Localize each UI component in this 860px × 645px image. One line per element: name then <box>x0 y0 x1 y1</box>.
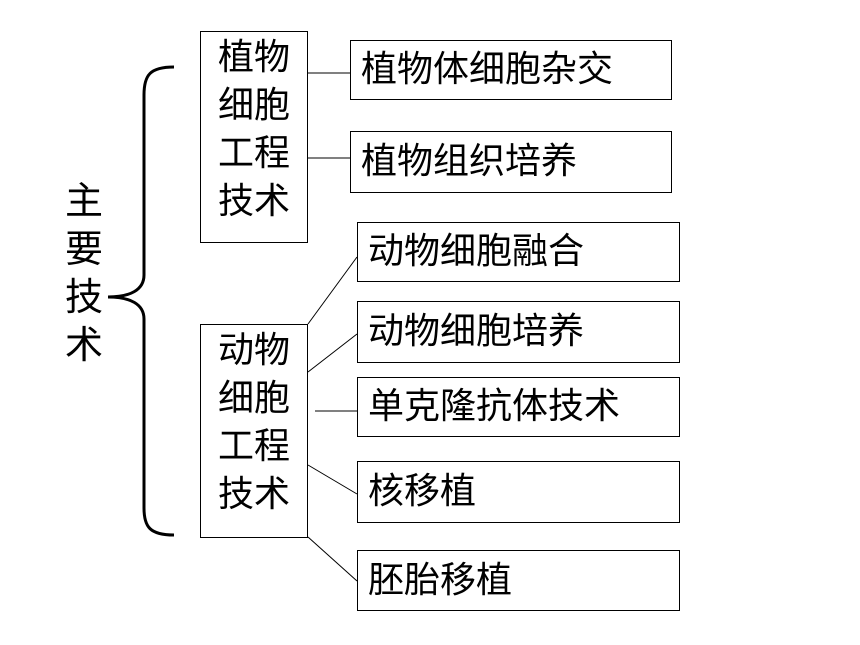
category-line: 工程 <box>217 133 290 174</box>
category-line: 细胞 <box>217 85 290 126</box>
connector-animal-culture <box>307 333 358 373</box>
category-line: 工程 <box>217 426 290 467</box>
leaf-plant-somatic-hybridization: 植物体细胞杂交 <box>350 40 672 100</box>
leaf-animal-cell-fusion: 动物细胞融合 <box>357 222 680 282</box>
category-line: 植物 <box>217 37 290 78</box>
leaf-monoclonal-antibody: 单克隆抗体技术 <box>357 377 680 437</box>
connector-animal-nuclear <box>307 464 358 495</box>
category-line: 动物 <box>217 330 290 371</box>
leaf-animal-cell-culture: 动物细胞培养 <box>357 301 680 363</box>
category-line: 技术 <box>217 474 290 515</box>
category-animal-box: 动物 细胞 工程 技术 <box>200 324 308 538</box>
connector-animal-embryo <box>307 536 358 582</box>
root-char: 技 <box>64 275 103 319</box>
root-char: 要 <box>64 227 103 271</box>
root-char: 术 <box>64 323 103 367</box>
leaf-embryo-transfer: 胚胎移植 <box>357 550 680 611</box>
category-line: 细胞 <box>217 378 290 419</box>
category-plant-box: 植物 细胞 工程 技术 <box>200 31 308 243</box>
root-char: 主 <box>64 179 103 223</box>
root-label: 主 要 技 术 <box>64 177 104 369</box>
leaf-nuclear-transfer: 核移植 <box>357 461 680 523</box>
root-brace <box>107 65 175 537</box>
category-line: 技术 <box>217 181 290 222</box>
leaf-plant-tissue-culture: 植物组织培养 <box>350 131 672 193</box>
connector-animal-fusion <box>307 256 358 325</box>
